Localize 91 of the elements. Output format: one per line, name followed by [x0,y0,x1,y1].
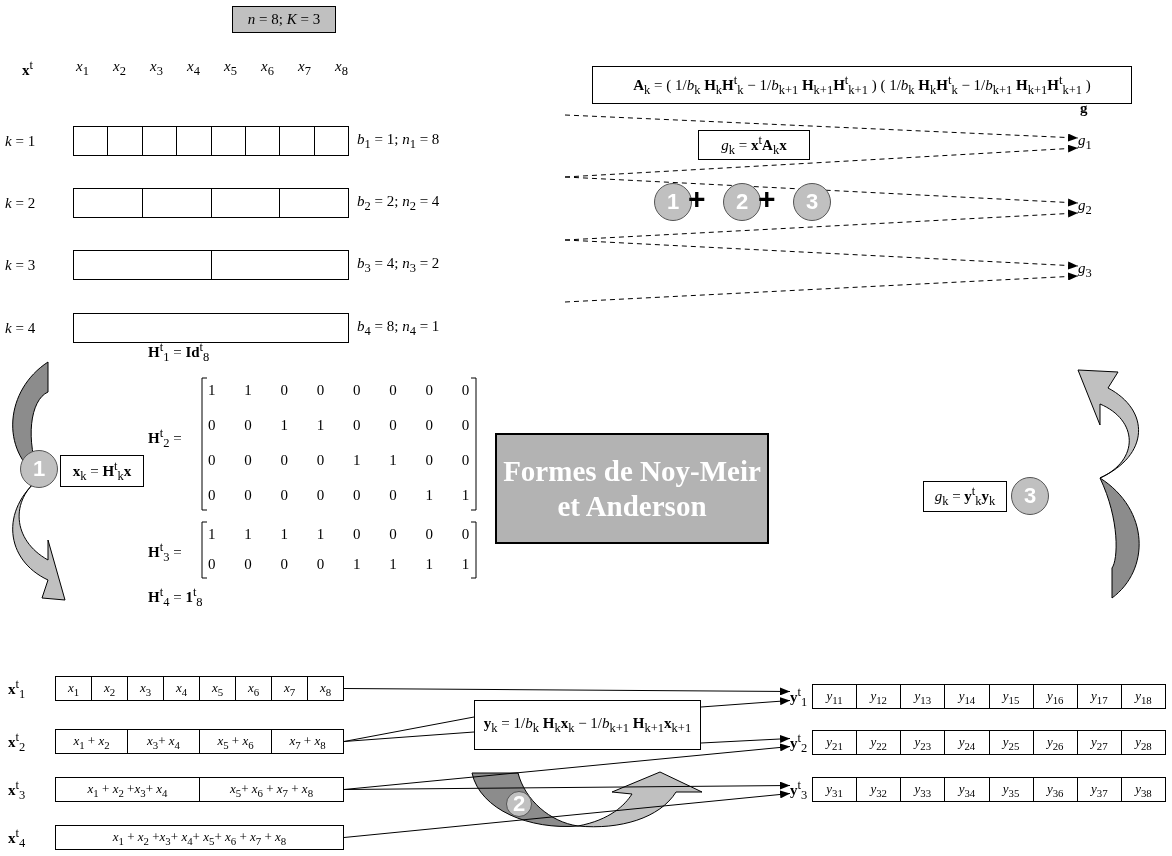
vector-entry: x$_{2}$ [91,677,127,700]
math-label: x$_{2}$ [113,58,126,79]
vector-entry: x$_{8}$ [307,677,343,700]
vector-entry: y$_{14}$ [944,685,989,708]
vector-entry: y$_{34}$ [944,778,989,801]
row-label: k = 3 [5,256,36,274]
math-label: x$^{t}$ [22,58,33,79]
block-parameters: b$_{3}$ = 4; n$_{3}$ = 2 [357,254,440,276]
step-circle: 3 [1011,477,1049,515]
vector-entry: y$_{18}$ [1120,685,1165,708]
math-label: x$_{3}$ [150,58,163,79]
vector-entry: y$_{23}$ [900,731,945,754]
vector-entry: y$_{11}$ [824,686,844,708]
vector-entry: y$_{13}$ [900,685,945,708]
formula-box: y$_{k}$ = 1/b$_{k}$ H$_{k}$x$_{k}$ − 1/b$_{k+1}$ H$_{k+1}$x$_{k+1}$ [474,700,701,750]
connector-line [343,716,475,742]
arrow [343,781,791,790]
arrow [564,239,1079,270]
matrix-row: 1 1 1 1 0 0 0 0 [208,526,470,543]
vector-entry: y$_{33}$ [900,778,945,801]
math-label: x$_{7}$ [298,58,311,79]
formula-box: x$_{k}$ = H$^{t}$$_{k}$x [60,455,144,487]
arrow [700,735,791,744]
vector-entry: x$_{1}$ + x$_{2}$ +x$_{3}$+ x$_{4}$ [86,779,169,801]
vector-entry: y$_{37}$ [1076,778,1121,801]
arrow [564,272,1079,303]
title-box: Formes de Noy-Meir et Anderson [495,433,769,544]
vector-entry: x$_{7}$ + x$_{8}$ [271,730,343,753]
step-circle: 3 [793,183,831,221]
vector-entry: y$_{16}$ [1032,685,1077,708]
vector-entry: y$_{17}$ [1076,685,1121,708]
vector-entry: y$_{26}$ [1032,731,1077,754]
vector-entry: x$_{3}$+ x$_{4}$ [127,730,199,753]
row-label: k = 4 [5,319,36,337]
vector-entry: x$_{5}$ [199,677,235,700]
vector-entry: x$_{1}$ + x$_{2}$ [72,731,111,753]
matrix-row: 0 0 1 1 0 0 0 0 [208,417,470,434]
connector-line [343,731,475,742]
vector-entry: y$_{36}$ [1032,778,1077,801]
vector-entry: y$_{25}$ [988,731,1033,754]
matrix-row: 0 0 0 0 1 1 0 0 [208,452,470,469]
block-parameters: b$_{1}$ = 1; n$_{1}$ = 8 [357,130,440,152]
vector-entry: y$_{22}$ [856,731,901,754]
vector-entry: x$_{6}$ [235,677,271,700]
arrow [700,697,791,708]
vector-entry: y$_{32}$ [856,778,901,801]
parameter-box: n = 8; K = 3 [232,6,336,33]
formula-box: g$_{k}$ = x$^{t}$A$_{k}$x [698,130,810,160]
row-label: k = 1 [5,132,36,150]
vector-entry: x$_{5}$ + x$_{6}$ [199,730,271,753]
matrix-row: 0 0 0 0 0 0 1 1 [208,487,470,504]
arrow [343,790,791,838]
math-label: H$^{t}$$_{3}$ = [148,540,182,565]
math-label: x$_{8}$ [335,58,348,79]
plus-sign: + [758,184,776,214]
vector-entry: y$_{38}$ [1120,778,1165,801]
vector-entry: y$_{15}$ [988,685,1033,708]
vector-entry: y$_{31}$ [824,779,844,801]
block-parameters: b$_{4}$ = 8; n$_{4}$ = 1 [357,317,440,339]
vector-entry: y$_{27}$ [1076,731,1121,754]
vector-entry: y$_{21}$ [824,732,844,754]
vector-entry: x$_{1}$ [66,678,81,700]
output-label: g$_{3}$ [1078,260,1100,282]
vector-entry: y$_{35}$ [988,778,1033,801]
output-label: g$_{2}$ [1078,197,1100,219]
vector-entry: x$_{4}$ [163,677,199,700]
row-label: k = 2 [5,194,36,212]
math-label: x$_{5}$ [224,58,237,79]
block-parameters: b$_{2}$ = 2; n$_{2}$ = 4 [357,192,440,214]
math-label: H$^{t}$$_{2}$ = [148,426,182,451]
step-circle: 1 [20,450,58,488]
arrow [564,176,1079,207]
formula-box: A$_{k}$ = ( 1/b$_{k}$ H$_{k}$H$^{t}$$_{k}$ − 1/b$_{k+1}$ H$_{k+1}$H$^{t}$$_{k+1}$ ) ( 1/b$_{k}$ H$_{k}$H$^{t}$$_{k}$ − 1/b$_{k+1}$ H$_{k+1}$H$^{t}$$_{k+1}$ ) [592,66,1132,104]
arrow [564,209,1079,241]
vector-entry: x$_{1}$ + x$_{2}$ +x$_{3}$+ x$_{4}$+ x$_{5}$+ x$_{6}$ + x$_{7}$ + x$_{8}$ [111,827,288,849]
vector-entry: x$_{7}$ [271,677,307,700]
vector-entry: y$_{24}$ [944,731,989,754]
math-label: x$_{4}$ [187,58,200,79]
output-label: g$_{1}$ [1078,132,1100,154]
vector-entry: y$_{28}$ [1120,731,1165,754]
formula-box: g$_{k}$ = y$^{t}$$_{k}$y$_{k}$ [923,481,1007,512]
arrow [564,114,1079,142]
vector-entry: y$_{12}$ [856,685,901,708]
matrix-row: 1 1 0 0 0 0 0 0 [208,382,470,399]
vector-entry: x$_{3}$ [127,677,163,700]
vector-entry: x$_{5}$+ x$_{6}$ + x$_{7}$ + x$_{8}$ [199,778,343,801]
math-label: x$_{1}$ [76,58,89,79]
arrow [343,687,791,696]
matrix-row: 0 0 0 0 1 1 1 1 [208,556,470,573]
math-label: x$_{6}$ [261,58,274,79]
arrow [564,144,1079,178]
